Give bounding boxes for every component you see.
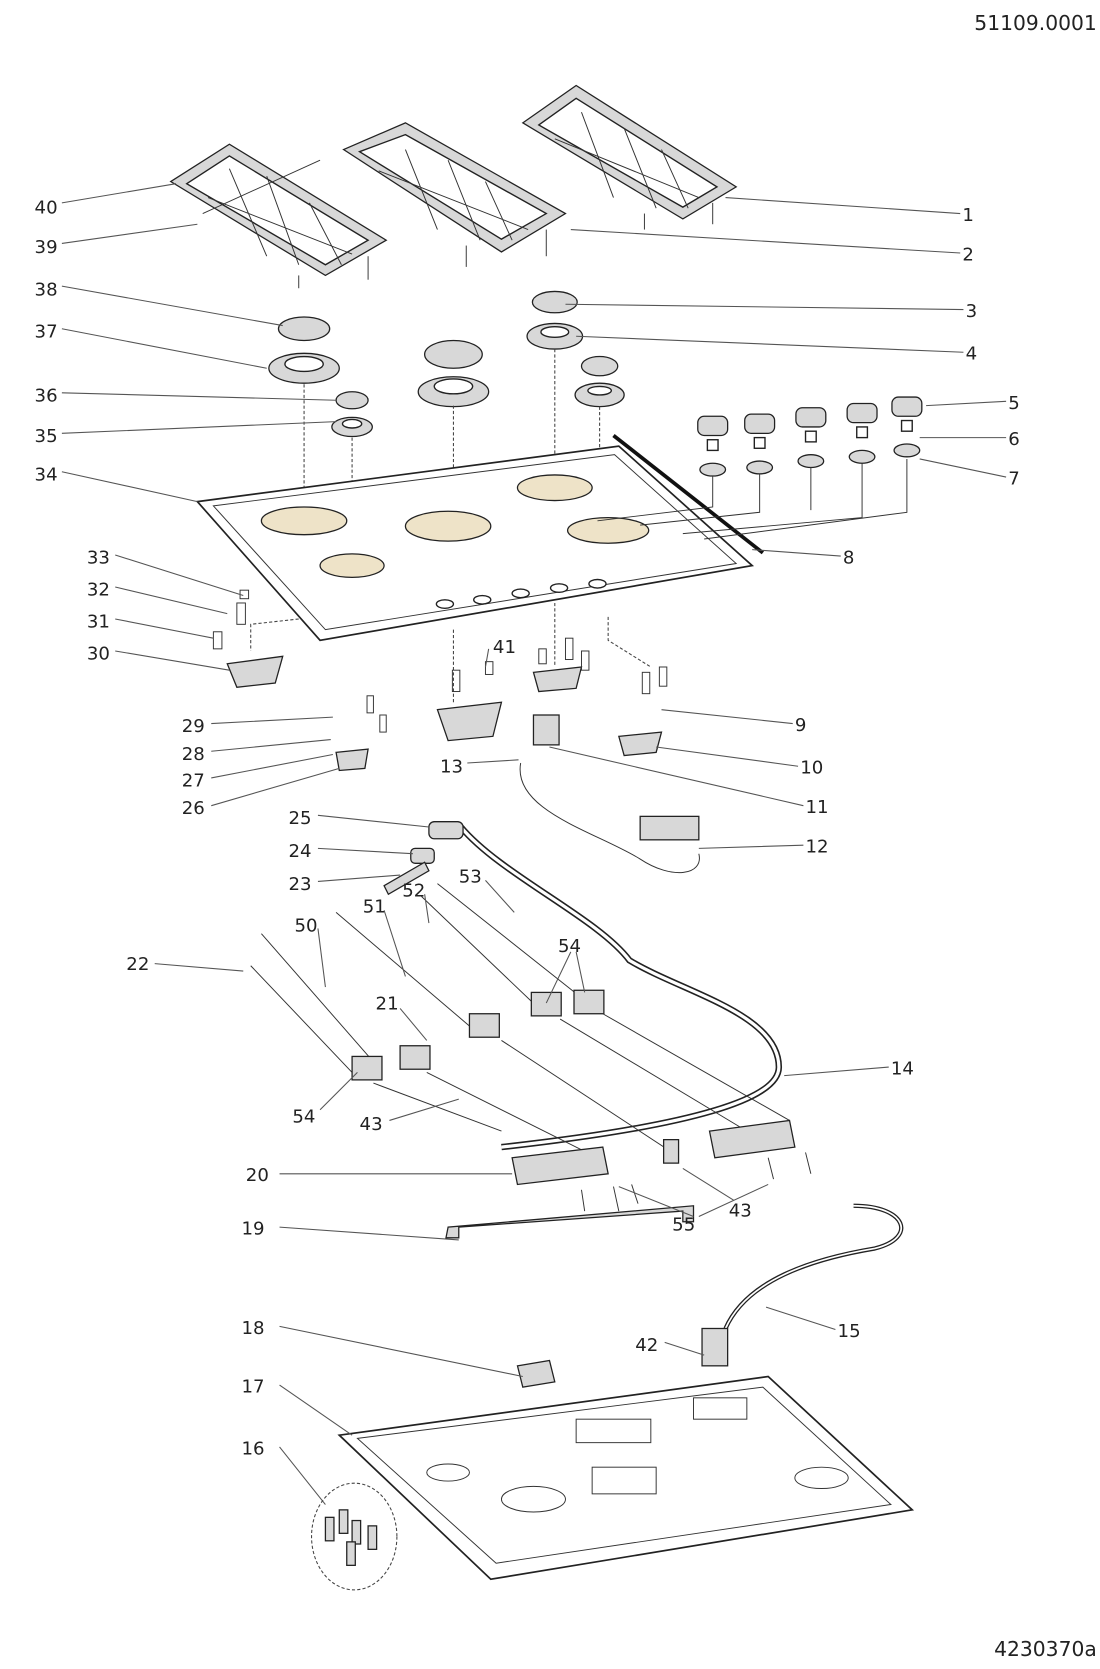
callout-30: 30 [87,644,110,665]
drawing-code: 4230370a [994,1637,1097,1661]
callout-10: 10 [800,758,823,779]
callout-33: 33 [87,548,110,569]
callout-37: 37 [35,321,58,342]
pan-support-right [521,84,738,230]
callout-21: 21 [376,993,399,1014]
burner-caps-and-heads [268,290,625,438]
callout-34: 34 [35,464,58,485]
callout-54-top: 54 [558,936,581,957]
callout-25: 25 [288,808,311,829]
callout-53: 53 [459,867,482,888]
gas-supply-pipe [516,1203,904,1388]
fixing-clips-set [311,1482,398,1591]
callout-54-bottom: 54 [292,1107,315,1128]
pan-support-middle [342,122,567,267]
callout-5: 5 [1008,393,1020,414]
callout-50: 50 [294,916,317,937]
callout-19: 19 [242,1219,265,1240]
callout-20: 20 [246,1165,269,1186]
drawing-number: 51109.0001 [974,11,1097,35]
hob-seal-gasket [612,434,765,555]
callout-43-right: 43 [729,1200,752,1221]
control-knobs [597,396,923,540]
callout-14: 14 [891,1059,914,1080]
pan-support-left [169,143,388,289]
callout-40: 40 [35,198,58,219]
hob-top-panel [195,445,755,642]
callout-38: 38 [35,280,58,301]
callout-35: 35 [35,426,58,447]
callout-31: 31 [87,612,110,633]
callout-18: 18 [242,1318,265,1339]
callout-8: 8 [843,548,855,569]
callout-29: 29 [182,716,205,737]
callout-32: 32 [87,580,110,601]
callout-7: 7 [1008,469,1020,490]
callout-39: 39 [35,237,58,258]
burner-axis-lines [303,349,601,566]
callout-12: 12 [806,837,829,858]
callout-28: 28 [182,744,205,765]
callout-6: 6 [1008,429,1020,450]
callout-labels: 1 2 3 4 5 6 7 8 9 10 11 12 14 15 40 39 3… [35,198,1020,1460]
burner-cups-and-injectors [212,589,700,874]
callout-17: 17 [242,1377,265,1398]
callout-24: 24 [288,841,311,862]
base-tray [337,1375,915,1581]
callout-leader-lines [61,183,1007,1505]
callout-26: 26 [182,798,205,819]
callout-27: 27 [182,770,205,791]
callout-11: 11 [806,797,829,818]
callout-42: 42 [635,1335,658,1356]
callout-51: 51 [363,896,386,917]
gas-rail-and-valves [250,821,812,1239]
callout-4: 4 [966,344,978,365]
callout-36: 36 [35,385,58,406]
callout-13: 13 [440,757,463,778]
callout-1: 1 [962,205,974,226]
callout-16: 16 [242,1438,265,1459]
callout-55: 55 [672,1214,695,1235]
callout-22: 22 [126,954,149,975]
callout-52: 52 [402,880,425,901]
callout-15: 15 [838,1321,861,1342]
callout-41: 41 [493,637,516,658]
callout-2: 2 [962,244,974,265]
callout-3: 3 [966,301,978,322]
callout-9: 9 [795,715,807,736]
callout-43-left: 43 [360,1114,383,1135]
callout-23: 23 [288,874,311,895]
